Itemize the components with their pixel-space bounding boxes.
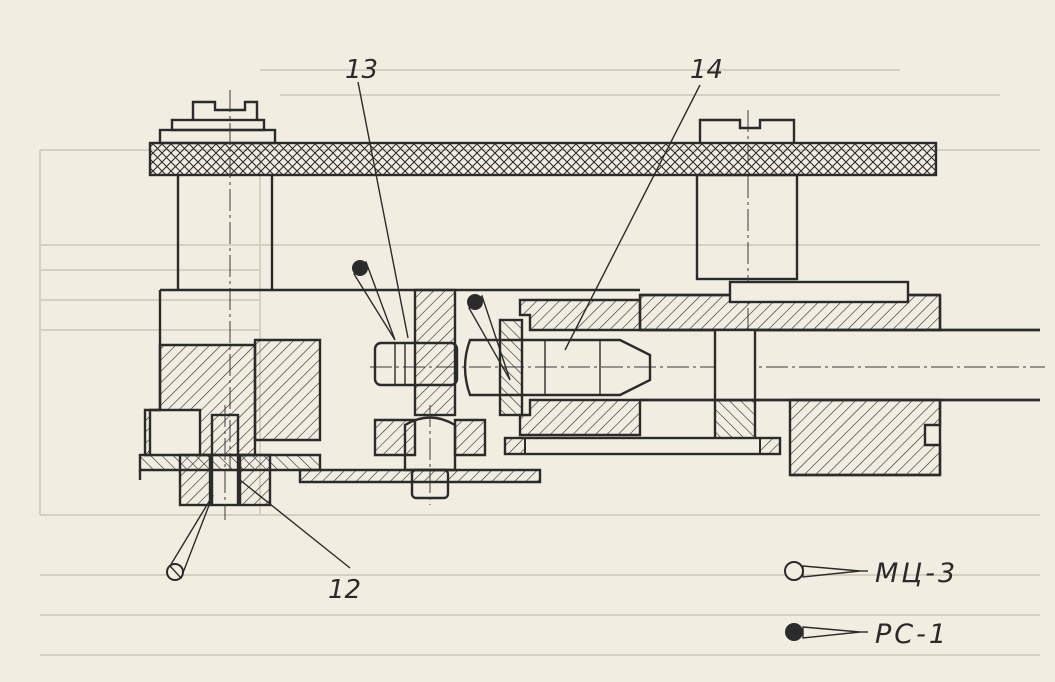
- legend-label-mts3: МЦ-3: [875, 558, 958, 589]
- drawing-lube-markers: [166, 260, 511, 581]
- callout-12: 12: [328, 575, 361, 605]
- filled-circle-icon: [785, 623, 803, 641]
- legend-label-rs1: РС-1: [875, 619, 949, 650]
- legend: МЦ-3 РС-1: [784, 558, 958, 650]
- central-plate: [413, 288, 457, 417]
- lower-guide-rail: [503, 436, 782, 456]
- main-shaft: [370, 328, 1045, 402]
- legend-item-rs1: РС-1: [785, 619, 949, 650]
- open-circle-icon: [784, 561, 804, 581]
- part-14-bushing: [463, 298, 757, 442]
- right-lower-housing: [788, 398, 942, 477]
- callout-14: 14: [690, 55, 723, 85]
- top-plate: [148, 141, 938, 177]
- part-12-screw: [178, 405, 272, 520]
- left-block-upper: [253, 338, 322, 442]
- callout-13: 13: [345, 55, 378, 85]
- key-pin: [728, 280, 910, 304]
- lower-screw-assembly: [373, 405, 487, 505]
- part-13-stud: [373, 341, 459, 387]
- leader-lines: [239, 81, 701, 569]
- legend-item-mts3: МЦ-3: [784, 558, 958, 589]
- left-block: [143, 343, 257, 457]
